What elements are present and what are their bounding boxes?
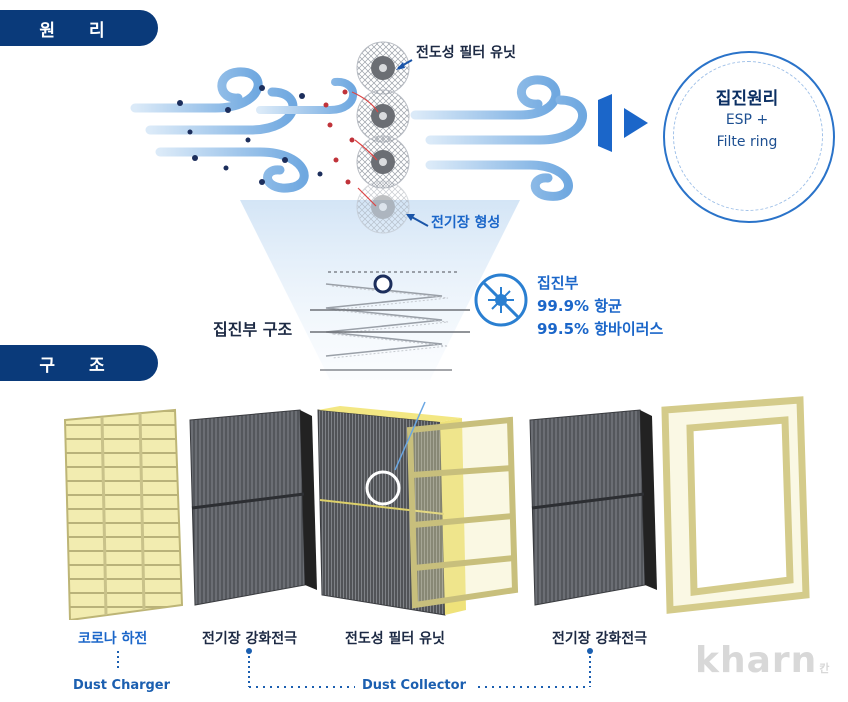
collector-stats-title: 집진부 (537, 274, 579, 292)
section-title-structure: 구 조 (39, 355, 119, 376)
field-callout-arrow (409, 215, 429, 227)
section-title-principle: 원 리 (39, 20, 119, 41)
collector-structure (310, 271, 470, 371)
principle-badge-line1: ESP + (725, 112, 769, 128)
watermark-small-text: 칸 (819, 662, 831, 675)
collector-structure-label: 집진부 구조 (213, 320, 293, 339)
airflow-right (410, 75, 588, 201)
filter-unit-rollers (351, 41, 410, 234)
electric-field-label: 전기장 형성 (431, 215, 501, 231)
group-connectors (117, 648, 593, 688)
support-frame (406, 416, 519, 609)
structure-illustration (63, 396, 810, 620)
collector-stats: 집진부 99.9% 항균 99.5% 항바이러스 (537, 272, 663, 339)
watermark-text: kharn (695, 640, 818, 681)
charged-particles (323, 89, 355, 185)
antiviral-stat: 99.5% 항바이러스 (537, 320, 664, 338)
principle-illustration (130, 41, 648, 380)
component-label-corona: 코로나 하전 (78, 631, 148, 647)
dust-particles (177, 85, 323, 185)
flow-bar (598, 94, 612, 152)
corona-charger-panel (63, 408, 184, 620)
group-label-charger: Dust Charger (73, 678, 171, 693)
component-label-filter-unit: 전도성 필터 유닛 (345, 631, 445, 647)
section-pill-structure: 구 조 (0, 345, 158, 381)
principle-badge-line2: Filte ring (716, 134, 778, 150)
flow-arrow (624, 108, 648, 138)
principle-badge-title: 집진원리 (715, 89, 779, 109)
component-label-electrode-2: 전기장 강화전극 (552, 631, 648, 647)
component-label-electrode-1: 전기장 강화전극 (202, 631, 298, 647)
principle-badge-ring (673, 61, 823, 211)
antibacterial-stat: 99.9% 항균 (537, 297, 622, 315)
virus-icon (474, 273, 528, 327)
filter-unit-label: 전도성 필터 유닛 (416, 45, 516, 61)
airflow-left (130, 67, 358, 193)
outer-frame (661, 396, 810, 614)
group-label-collector: Dust Collector (362, 678, 466, 693)
electrode-panel-1 (189, 409, 317, 606)
electrode-panel-2 (529, 409, 657, 606)
section-pill-principle: 원 리 (0, 10, 158, 46)
